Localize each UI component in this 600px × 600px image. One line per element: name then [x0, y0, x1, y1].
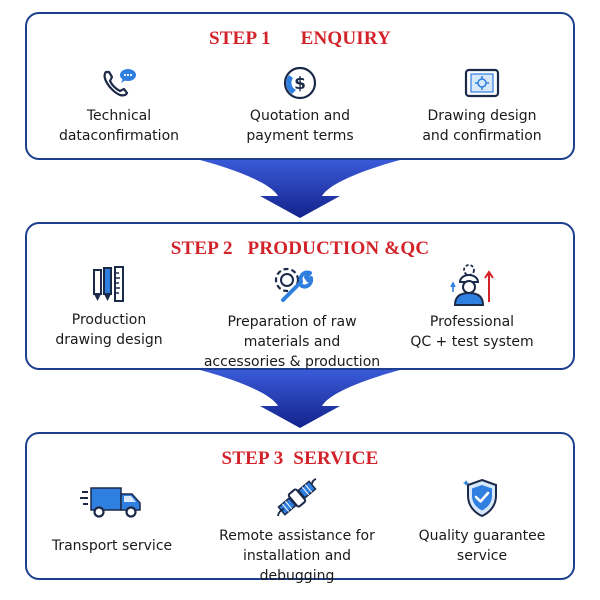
phone-chat-icon — [103, 69, 136, 97]
step-2-item-qc: Professional QC + test system — [382, 262, 562, 352]
down-arrow-icon — [200, 160, 400, 218]
item-label: Preparation of raw materials and accesso… — [203, 314, 381, 370]
gear-wrench-icon — [274, 267, 314, 302]
step-2-title: STEP 2 PRODUCTION &QC — [170, 238, 430, 259]
dollar-coin-icon: $ — [283, 66, 317, 100]
step-3-item-quality: Quality guarantee service — [392, 476, 572, 566]
down-arrow-icon — [200, 370, 400, 428]
svg-text:$: $ — [294, 74, 306, 94]
step-3-item-transport: Transport service — [22, 484, 202, 556]
item-label: Quotation and payment terms — [246, 108, 354, 144]
step-3-panel: STEP 3 SERVICE Transport service Rem — [22, 432, 575, 584]
item-label: Professional QC + test system — [410, 314, 534, 350]
item-label: Transport service — [51, 538, 173, 554]
engineer-worker-icon — [450, 264, 494, 306]
item-label: Remote assistance for installation and d… — [219, 528, 375, 584]
item-label: Quality guarantee service — [418, 528, 546, 564]
pencils-ruler-icon — [93, 266, 124, 302]
item-label: Drawing design and confirmation — [422, 108, 542, 144]
shield-check-icon — [463, 478, 497, 518]
step-1-item-technical: Technical dataconfirmation — [29, 66, 209, 146]
step-2-item-preparation: Preparation of raw materials and accesso… — [202, 262, 382, 372]
step-1-item-quotation: $ Quotation and payment terms — [210, 66, 390, 146]
step-2-item-production-drawing: Production drawing design — [19, 264, 199, 350]
step-1-title: STEP 1 ENQUIRY — [208, 28, 392, 49]
satellite-icon — [277, 478, 317, 517]
step-1-item-drawing: Drawing design and confirmation — [392, 66, 572, 146]
delivery-truck-icon — [80, 487, 141, 518]
step-2-panel: STEP 2 PRODUCTION &QC Production drawing… — [25, 222, 575, 370]
step-1-panel: STEP 1 ENQUIRY Technical dataconfirmatio… — [25, 12, 575, 160]
step-3-item-remote: Remote assistance for installation and d… — [207, 476, 387, 586]
tablet-design-icon — [464, 68, 500, 98]
item-label: Production drawing design — [55, 312, 163, 348]
step-3-title: STEP 3 SERVICE — [221, 448, 379, 469]
item-label: Technical dataconfirmation — [58, 108, 180, 144]
